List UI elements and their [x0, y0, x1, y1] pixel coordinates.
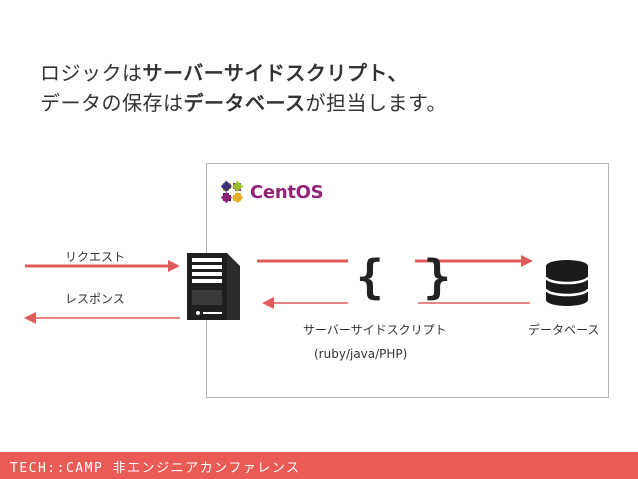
headline-line-2: データの保存はデータベースが担当します。 [40, 90, 447, 116]
script-braces-icon: { } [356, 250, 458, 304]
request-arrow [25, 260, 180, 272]
database-icon [544, 260, 590, 306]
headline-text: ロジックは [40, 61, 143, 85]
response-label: レスポンス [65, 292, 125, 306]
footer-bar: TECH::CAMP 非エンジニアカンファレンス [0, 452, 638, 479]
languages-label: (ruby/java/PHP) [314, 347, 408, 361]
footer-text: TECH::CAMP 非エンジニアカンファレンス [10, 461, 301, 476]
centos-logo: CentOS [218, 178, 324, 206]
headline-text: データの保存は [40, 91, 184, 115]
centos-logo-text: CentOS [250, 181, 324, 203]
centos-logo-icon [220, 180, 244, 204]
request-label: リクエスト [65, 250, 126, 264]
headline-emphasis: データベース [183, 91, 306, 115]
headline-line-1: ロジックはサーバーサイドスクリプト、 [40, 60, 408, 86]
response-arrow [24, 312, 180, 324]
server-frame [206, 163, 609, 398]
server-icon [187, 253, 240, 320]
database-label: データベース [528, 323, 600, 337]
headline-emphasis: サーバーサイドスクリプト、 [142, 61, 408, 85]
headline-text: が担当します。 [305, 91, 447, 115]
script-to-db-arrow [415, 255, 533, 267]
script-to-server-arrow [262, 297, 348, 309]
server-side-script-label: サーバーサイドスクリプト [303, 323, 447, 337]
